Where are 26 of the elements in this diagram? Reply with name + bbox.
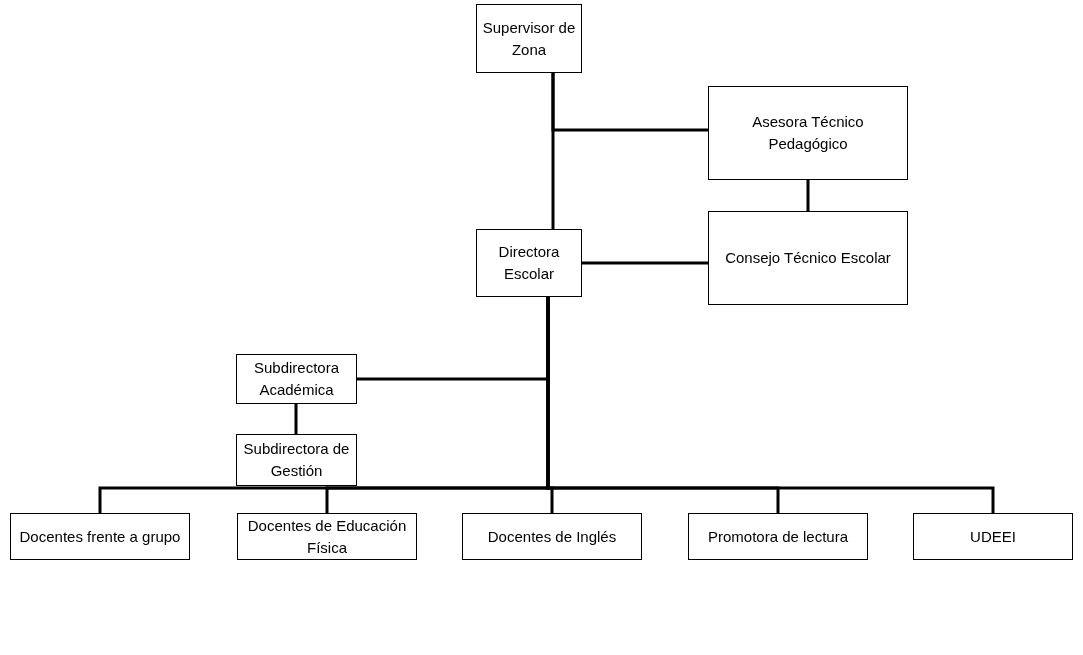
role-label: UDEEI bbox=[970, 526, 1016, 547]
role-label: Promotora de lectura bbox=[707, 526, 849, 547]
role-label: Docentes de Educación Física bbox=[246, 515, 408, 558]
role-label: Docentes frente a grupo bbox=[19, 526, 181, 547]
org-box bbox=[708, 211, 908, 305]
connector-line bbox=[582, 261, 708, 265]
org-box bbox=[476, 4, 582, 73]
connector-line bbox=[551, 73, 708, 132]
role-label: Directora Escolar bbox=[497, 242, 561, 284]
role-label: Asesora Técnico Pedagógico bbox=[751, 112, 865, 154]
org-box bbox=[236, 434, 357, 486]
role-label: Supervisor de Zona bbox=[481, 17, 577, 60]
org-box bbox=[10, 513, 190, 560]
connector-line bbox=[806, 180, 810, 211]
org-box bbox=[476, 229, 582, 297]
role-label: Subdirectora de Gestión bbox=[242, 439, 351, 481]
org-box bbox=[708, 86, 908, 180]
org-box bbox=[688, 513, 868, 560]
org-box bbox=[237, 513, 417, 560]
role-label: Consejo Técnico Escolar bbox=[725, 248, 891, 269]
org-box bbox=[462, 513, 642, 560]
connector-line bbox=[294, 404, 298, 434]
org-box bbox=[913, 513, 1073, 560]
org-box bbox=[236, 354, 357, 404]
role-label: Subdirectora Académica bbox=[252, 358, 341, 400]
role-label: Docentes de Inglés bbox=[487, 526, 617, 547]
